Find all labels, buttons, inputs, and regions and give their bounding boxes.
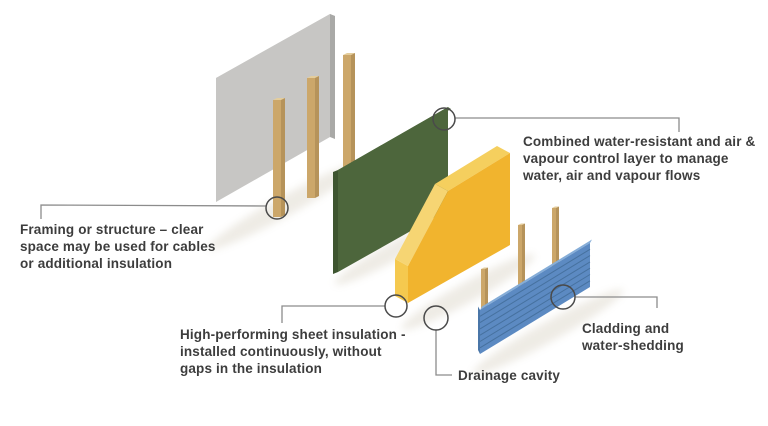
label-control-layer-line3: water, air and vapour flows xyxy=(523,168,701,183)
leader-line-insulation xyxy=(281,305,385,323)
callouts xyxy=(40,107,680,376)
cladding-end-face xyxy=(478,306,480,354)
control-layer-edge-face xyxy=(333,170,338,274)
label-insulation-line1: High-performing sheet insulation - xyxy=(180,327,406,342)
callout-circle-drainage xyxy=(423,305,449,331)
leader-line-drainage xyxy=(435,330,452,376)
batten-front-face xyxy=(552,208,556,267)
label-insulation-line2: installed continuously, without xyxy=(180,344,382,359)
leader-line-framing xyxy=(40,204,267,219)
batten-right xyxy=(552,206,559,267)
stud-side-face xyxy=(315,76,319,198)
callout-circle-control-layer xyxy=(432,107,456,131)
control-layer-front-face xyxy=(338,107,448,272)
sheathing-panel-edge-face xyxy=(330,14,335,139)
insulation-panel xyxy=(395,146,510,303)
plank-line xyxy=(479,280,591,349)
shadow-under-insulation xyxy=(401,254,535,330)
label-control-layer-line2: vapour control layer to manage xyxy=(523,151,729,166)
plank-line xyxy=(479,261,591,330)
plank-line xyxy=(479,267,591,336)
label-cladding: Cladding and water-shedding xyxy=(582,320,684,354)
label-framing-line1: Framing or structure – clear xyxy=(20,222,204,237)
batten-side-face xyxy=(522,223,525,289)
stud-side-face xyxy=(351,53,355,168)
stud-middle xyxy=(307,76,319,198)
label-control-layer-line1: Combined water-resistant and air & xyxy=(523,134,756,149)
cladding-top-face xyxy=(480,239,592,310)
plank-line xyxy=(479,255,591,324)
batten-top-face xyxy=(552,206,559,208)
label-framing-line2: space may be used for cables xyxy=(20,239,216,254)
insulation-front-face xyxy=(408,153,510,303)
batten-front-face xyxy=(518,225,522,289)
cladding-panel xyxy=(478,239,592,354)
insulation-top-face xyxy=(435,146,510,191)
stud-side-face xyxy=(281,98,285,217)
label-framing: Framing or structure – clear space may b… xyxy=(20,221,216,272)
batten-middle xyxy=(518,223,525,289)
batten-side-face xyxy=(556,206,559,267)
label-drainage: Drainage cavity xyxy=(458,367,560,384)
insulation-chamfer-face xyxy=(395,184,448,266)
callout-circle-cladding xyxy=(550,284,576,310)
batten-top-face xyxy=(518,223,525,225)
stud-left xyxy=(273,98,285,217)
batten-front-face xyxy=(481,269,485,311)
cladding-plank-lines xyxy=(479,248,591,349)
stud-front-face xyxy=(307,78,315,198)
shadow-under-cladding xyxy=(472,289,624,375)
label-control-layer: Combined water-resistant and air & vapou… xyxy=(523,133,755,184)
framing-studs xyxy=(273,53,355,217)
stud-front-face xyxy=(273,100,281,217)
cladding-battens xyxy=(481,206,559,311)
batten-side-face xyxy=(485,267,488,311)
label-framing-line3: or additional insulation xyxy=(20,256,173,271)
label-insulation: High-performing sheet insulation - insta… xyxy=(180,326,406,377)
cladding-front-face xyxy=(480,243,590,354)
control-layer-panel xyxy=(333,107,451,274)
leader-line-cladding xyxy=(575,296,658,308)
stud-front-face xyxy=(343,55,351,168)
label-drainage-line1: Drainage cavity xyxy=(458,368,561,383)
stud-right xyxy=(343,53,355,168)
label-cladding-line2: water-shedding xyxy=(582,338,684,353)
label-insulation-line3: gaps in the insulation xyxy=(180,361,323,376)
insulation-side-face xyxy=(395,259,408,303)
plank-line xyxy=(479,248,591,317)
callout-circle-insulation xyxy=(384,294,408,318)
batten-left xyxy=(481,267,488,311)
batten-top-face xyxy=(481,267,488,269)
callout-circle-framing xyxy=(265,196,289,220)
plank-line xyxy=(479,274,591,342)
label-cladding-line1: Cladding and xyxy=(582,321,670,336)
leader-line-control-layer xyxy=(455,117,680,132)
